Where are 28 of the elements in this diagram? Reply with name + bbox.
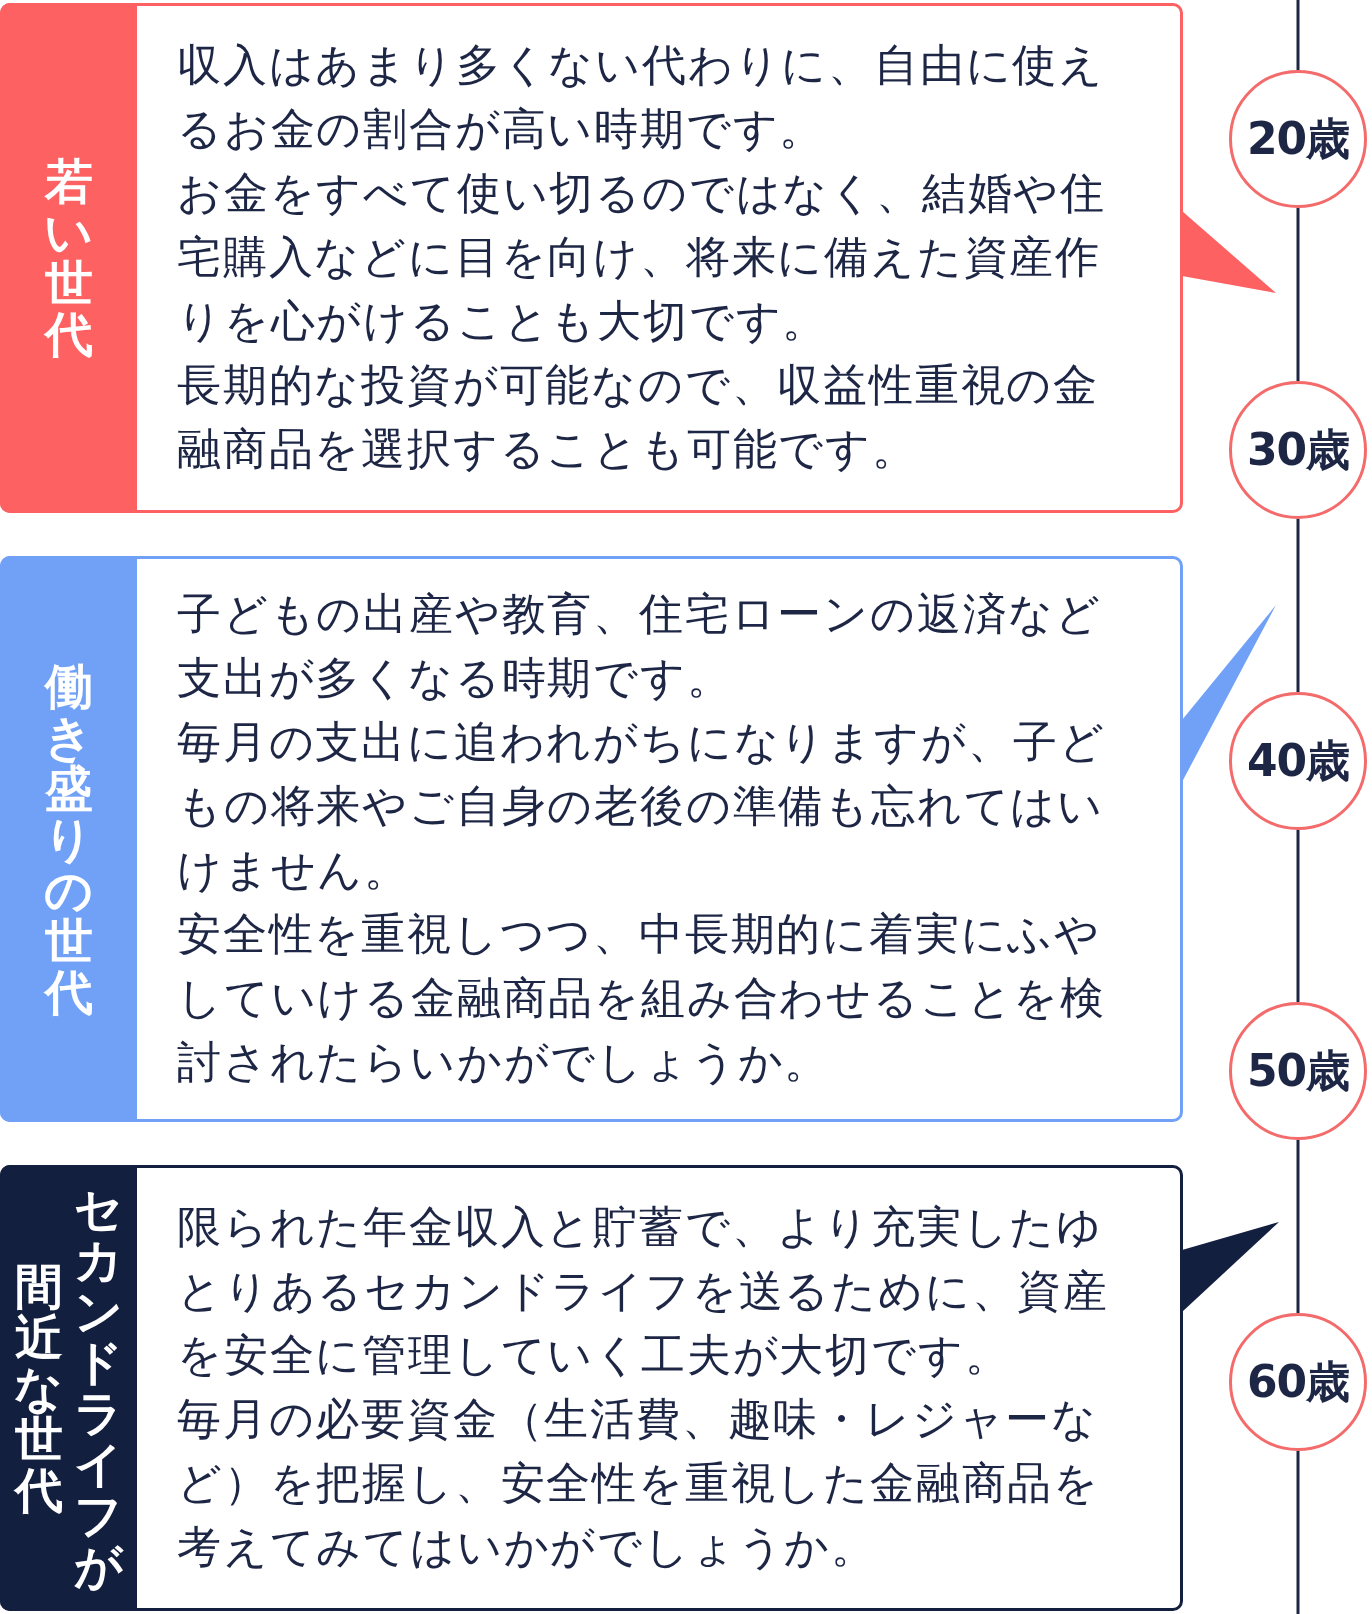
body-text: 安全性を重視しつつ、中長期的に着実にふやしていける金融商品を組み合わせることを検討されたらいかがでしょうか。 — [177, 907, 1107, 1089]
stage-heading: 働き盛りの世代 — [43, 660, 94, 1018]
stage-heading: 間近な世代 — [13, 1260, 64, 1516]
timeline-line — [1296, 1140, 1300, 1313]
body-text: 限られた年金収入と貯蓄で、より充実したゆとりあるセカンドライフを送るために、資産を安全に管理していく工夫が大切です。 — [177, 1200, 1110, 1382]
age-label: 50歳 — [1246, 1043, 1350, 1098]
body-text: 長期的な投資が可能なので、収益性重視の金融商品を選択することも可能です。 — [177, 358, 1100, 476]
callout-tail — [1182, 211, 1276, 293]
text-card — [0, 3, 1183, 513]
text-card — [0, 556, 1183, 1122]
body-text: 毎月の必要資金（生活費、趣味・レジャーなど）を把握し、安全性を重視した金融商品を考えてみてはいかがでしょうか。 — [177, 1392, 1101, 1574]
timeline-line — [1296, 208, 1300, 381]
body-text: 収入はあまり多くない代わりに、自由に使えるお金の割合が高い時期です。 — [177, 38, 1106, 156]
body-text: 子どもの出産や教育、住宅ローンの返済など支出が多くなる時期です。 — [177, 587, 1103, 705]
body-text: お金をすべて使い切るのではなく、結婚や住宅購入などに目を向け、将来に備えた資産作りを心がけることも大切です。 — [177, 166, 1107, 348]
age-label: 40歳 — [1246, 733, 1350, 788]
age-label: 60歳 — [1246, 1354, 1350, 1409]
timeline-line — [1296, 0, 1300, 70]
timeline-line — [1296, 519, 1300, 692]
body-text: 毎月の支出に追われがちになりますが、子どもの将来やご自身の老後の準備も忘れてはいけません。 — [177, 715, 1107, 897]
callout-tail — [1182, 1222, 1279, 1312]
stage-heading: 若い世代 — [43, 156, 94, 360]
age-label: 20歳 — [1246, 111, 1350, 166]
timeline-line — [1296, 830, 1300, 1002]
timeline-line — [1296, 1451, 1300, 1614]
stage-heading: セカンドライフが — [73, 1184, 124, 1592]
age-label: 30歳 — [1246, 422, 1350, 477]
text-card — [0, 1165, 1183, 1611]
